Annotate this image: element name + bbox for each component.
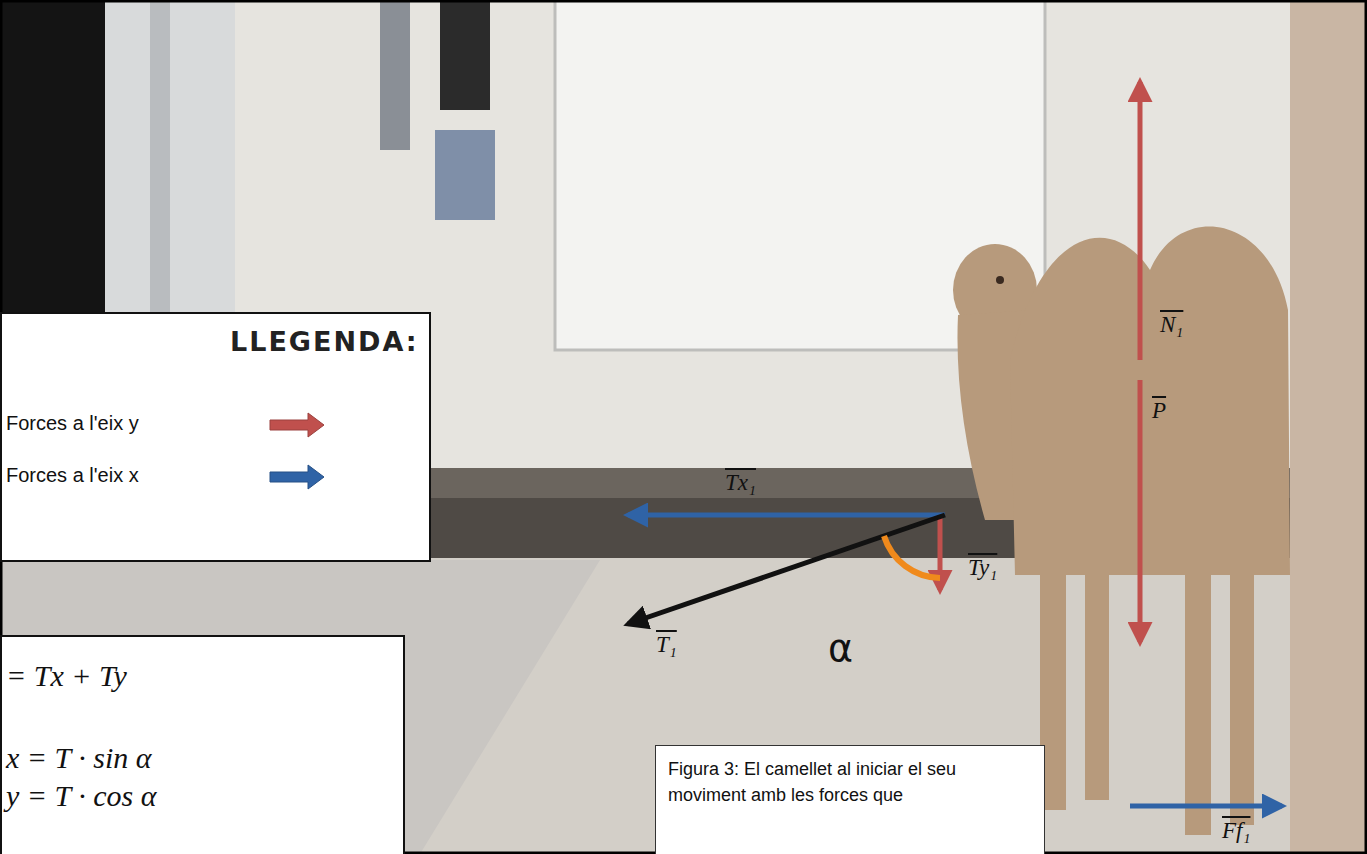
angle-arc [884,536,940,578]
legend-text: Forces a l'eix x [6,464,139,487]
legend-box: LLEGENDA: Forces a l'eix y Forces a l'eix … [0,312,431,562]
legend-row: Forces a l'eix x [6,462,396,492]
equation: x = T · sin α [6,741,151,775]
poster [435,130,495,220]
force-label: Ff₁ [1222,818,1250,844]
tension-arrow [628,515,945,624]
poster [380,0,410,150]
normal-force-arrow [1138,82,1143,360]
legend-swatch [268,410,328,440]
legend-swatch [268,462,328,492]
equation: = Tx + Ty [6,659,127,693]
force-label: Tx₁ [725,470,756,496]
equation-box: = Tx + Ty x = T · sin α y = T · cos α [0,635,405,854]
poster [440,0,490,110]
figure-caption: Figura 3: El camellet al iniciar el seu … [668,756,1032,808]
force-label: N₁ [1160,312,1183,338]
equation: y = T · cos α [6,779,156,813]
caption-box: Figura 3: El camellet al iniciar el seu … [655,745,1045,854]
friction-arrow [1130,804,1282,809]
angle-label: α [828,626,853,670]
force-label: Ty₁ [968,555,997,581]
legend-row: Forces a l'eix y [6,410,396,440]
force-label: T₁ [656,632,677,658]
toy-camel [953,226,1290,835]
legend-heading: LLEGENDA: [230,326,419,357]
camel-eye [996,276,1004,284]
tension-x-arrow [628,513,945,518]
force-label: P [1152,398,1166,424]
weight-arrow [1138,380,1143,642]
legend-text: Forces a l'eix y [6,412,139,435]
whiteboard [555,0,1045,350]
background-right [1290,0,1367,854]
